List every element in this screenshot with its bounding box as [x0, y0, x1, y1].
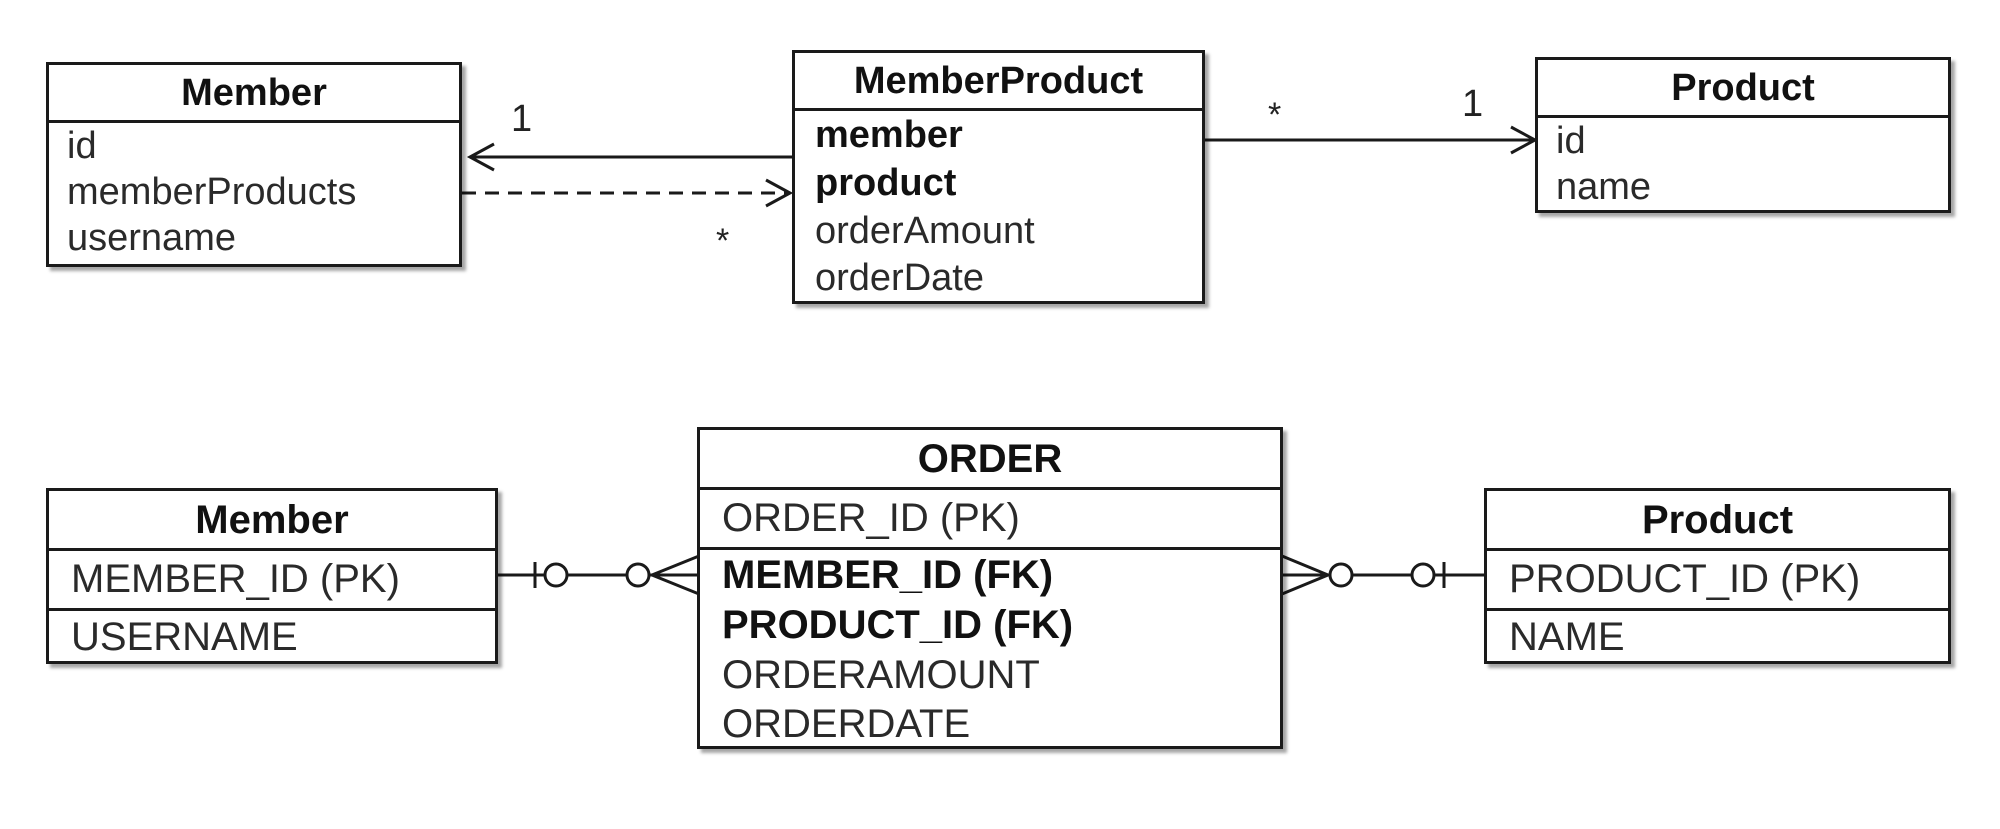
erd-order-title: ORDER	[700, 430, 1280, 490]
uml-member-title: Member	[49, 65, 459, 123]
multiplicity-member-many: *	[716, 222, 730, 260]
erd-order-col-orderdate: ORDERDATE	[722, 702, 971, 746]
uml-memberproduct-field-product: product	[815, 162, 957, 204]
multiplicity-product-one: 1	[1462, 83, 1484, 125]
erd-order-pk: ORDER_ID (PK)	[722, 496, 1020, 540]
erd-member-title: Member	[49, 491, 495, 551]
erd-order-attributes: MEMBER_ID (FK) PRODUCT_ID (FK) ORDERAMOU…	[700, 547, 1280, 748]
uml-memberproduct-field-orderamount: orderAmount	[815, 210, 1035, 252]
erd-product-title: Product	[1487, 491, 1948, 551]
erd-product-pk: PRODUCT_ID (PK)	[1509, 557, 1861, 601]
arrowhead-member	[466, 142, 495, 172]
erd-member-pk: MEMBER_ID (PK)	[71, 557, 400, 601]
erd-order-fk-member: MEMBER_ID (FK)	[722, 553, 1054, 597]
uml-memberproduct-field-member: member	[815, 114, 963, 156]
erd-order-fk-product: PRODUCT_ID (FK)	[722, 603, 1074, 647]
erd-member-table: Member MEMBER_ID (PK) USERNAME	[46, 488, 498, 664]
optional-circle-order-side-right	[1328, 562, 1354, 588]
optional-circle-product-side	[1410, 562, 1436, 588]
erd-order-col-orderamount: ORDERAMOUNT	[722, 653, 1040, 697]
uml-member-field-username: username	[67, 217, 236, 259]
multiplicity-product-many: *	[1268, 96, 1282, 134]
uml-memberproduct-class: MemberProduct member product orderAmount…	[792, 50, 1205, 304]
erd-member-col-username: USERNAME	[49, 608, 495, 662]
erd-order-table: ORDER ORDER_ID (PK) MEMBER_ID (FK) PRODU…	[697, 427, 1283, 749]
multiplicity-member-one: 1	[511, 98, 533, 140]
arrowhead-memberproduct	[765, 178, 794, 208]
uml-product-field-id: id	[1556, 120, 1586, 162]
uml-member-field-memberproducts: memberProducts	[67, 171, 357, 213]
uml-product-title: Product	[1538, 60, 1948, 118]
crowfoot-right	[1281, 554, 1332, 596]
optional-circle-member-side	[543, 562, 569, 588]
optional-circle-order-side-left	[625, 562, 651, 588]
uml-member-field-id: id	[67, 125, 97, 167]
crowfoot-left	[647, 554, 700, 596]
uml-product-field-name: name	[1556, 166, 1652, 208]
uml-memberproduct-field-orderdate: orderDate	[815, 257, 984, 299]
uml-memberproduct-title: MemberProduct	[795, 53, 1202, 111]
uml-member-class: Member id memberProducts username	[46, 62, 462, 267]
uml-product-class: Product id name	[1535, 57, 1951, 213]
erd-product-table: Product PRODUCT_ID (PK) NAME	[1484, 488, 1951, 664]
erd-product-col-name: NAME	[1487, 608, 1948, 662]
